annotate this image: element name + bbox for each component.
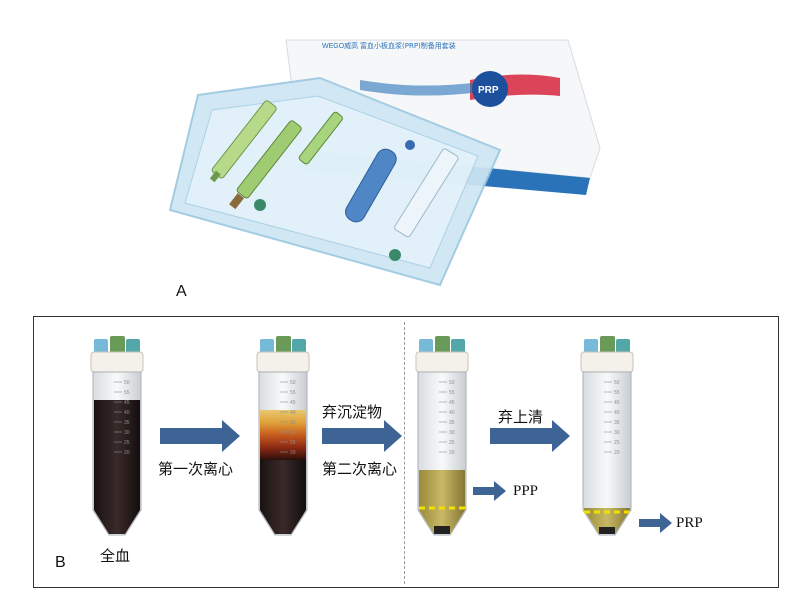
prp-label: PRP (676, 515, 703, 531)
cap-left (584, 339, 598, 353)
cap-mid (435, 336, 450, 353)
cap-right (126, 339, 140, 353)
tube-tick-label: 50 (290, 380, 296, 386)
cap-left (94, 339, 108, 353)
arrow-prp-pointer (639, 513, 672, 533)
cap-left (260, 339, 274, 353)
arrow-second-spin (322, 420, 402, 452)
tube-tick-label: 45 (449, 400, 455, 406)
tube-tick-label: 20 (290, 450, 296, 456)
panel-a-label: A (176, 283, 187, 300)
cap-right (292, 339, 306, 353)
tube-tick-label: 35 (614, 420, 620, 426)
panel-b-frame (33, 316, 779, 588)
cap-right (616, 339, 630, 353)
first-spin-label: 第一次离心 (158, 460, 234, 478)
tube-tick-label: 40 (614, 410, 620, 416)
tube-tick-label: 20 (449, 450, 455, 456)
tube-tick-label: 30 (124, 430, 130, 436)
tube-prp: 50 55 45 40 35 30 25 20 (580, 336, 634, 536)
prp-logo-text: PRP (478, 85, 499, 96)
tube-tick-label: 25 (290, 440, 296, 446)
tube-tick-label: 55 (290, 390, 296, 396)
tube-tick-label: 50 (124, 380, 130, 386)
tube-tick-label: 20 (614, 450, 620, 456)
tube-tick-label: 25 (124, 440, 130, 446)
tube-tick-label: 25 (449, 440, 455, 446)
panel-b-label: B (55, 554, 66, 571)
tube-tick-label: 35 (290, 420, 296, 426)
tube-tick-label: 55 (614, 390, 620, 396)
cap-right (451, 339, 465, 353)
tube-tick-label: 45 (614, 400, 620, 406)
tube-whole-blood: 50 55 45 40 35 30 25 20 (90, 336, 144, 536)
tube-tick-label: 50 (614, 380, 620, 386)
product-kit-photo: WEGO威高 富血小板血浆(PRP)制备用套装 PRP (168, 39, 601, 287)
tube-tick-label: 30 (449, 430, 455, 436)
stage-divider (404, 322, 405, 584)
second-spin-label: 第二次离心 (322, 460, 398, 478)
box-title: 富血小板血浆(PRP)制备用套装 (360, 41, 456, 50)
tube-tick-label: 40 (290, 410, 296, 416)
tube-tick-label: 45 (290, 400, 296, 406)
tube-tick-label: 30 (290, 430, 296, 436)
ppp-label: PPP (513, 483, 539, 499)
tube-tick-label: 30 (614, 430, 620, 436)
cap-mid (600, 336, 615, 353)
discard-supernatant-label: 弃上清 (498, 408, 544, 426)
tube-tick-label: 35 (449, 420, 455, 426)
arrow-discard-supernatant (490, 420, 570, 452)
tube-tick-label: 35 (124, 420, 130, 426)
cap-left (419, 339, 433, 353)
tube-after-first-spin: 50 55 45 40 35 30 25 20 (256, 336, 310, 536)
tube-tick-label: 20 (124, 450, 130, 456)
tube-tick-label: 40 (449, 410, 455, 416)
brand-text: WEGO威高 (322, 41, 358, 50)
arrow-ppp-pointer (473, 481, 506, 501)
prp-logo-badge (472, 71, 508, 107)
tube-ppp: 50 55 45 40 35 30 25 20 (415, 336, 469, 536)
tube-tick-label: 40 (124, 410, 130, 416)
arrow-first-spin (160, 420, 240, 452)
tube-tick-label: 50 (449, 380, 455, 386)
discard-sediment-label: 弃沉淀物 (322, 403, 383, 421)
cap-mid (110, 336, 125, 353)
tube-tick-label: 55 (449, 390, 455, 396)
tube-whole-blood-caption: 全血 (100, 547, 131, 565)
tube-tick-label: 45 (124, 400, 130, 406)
tube-tick-label: 55 (124, 390, 130, 396)
cap-mid (276, 336, 291, 353)
tube-tick-label: 25 (614, 440, 620, 446)
blister-tray (168, 76, 502, 287)
